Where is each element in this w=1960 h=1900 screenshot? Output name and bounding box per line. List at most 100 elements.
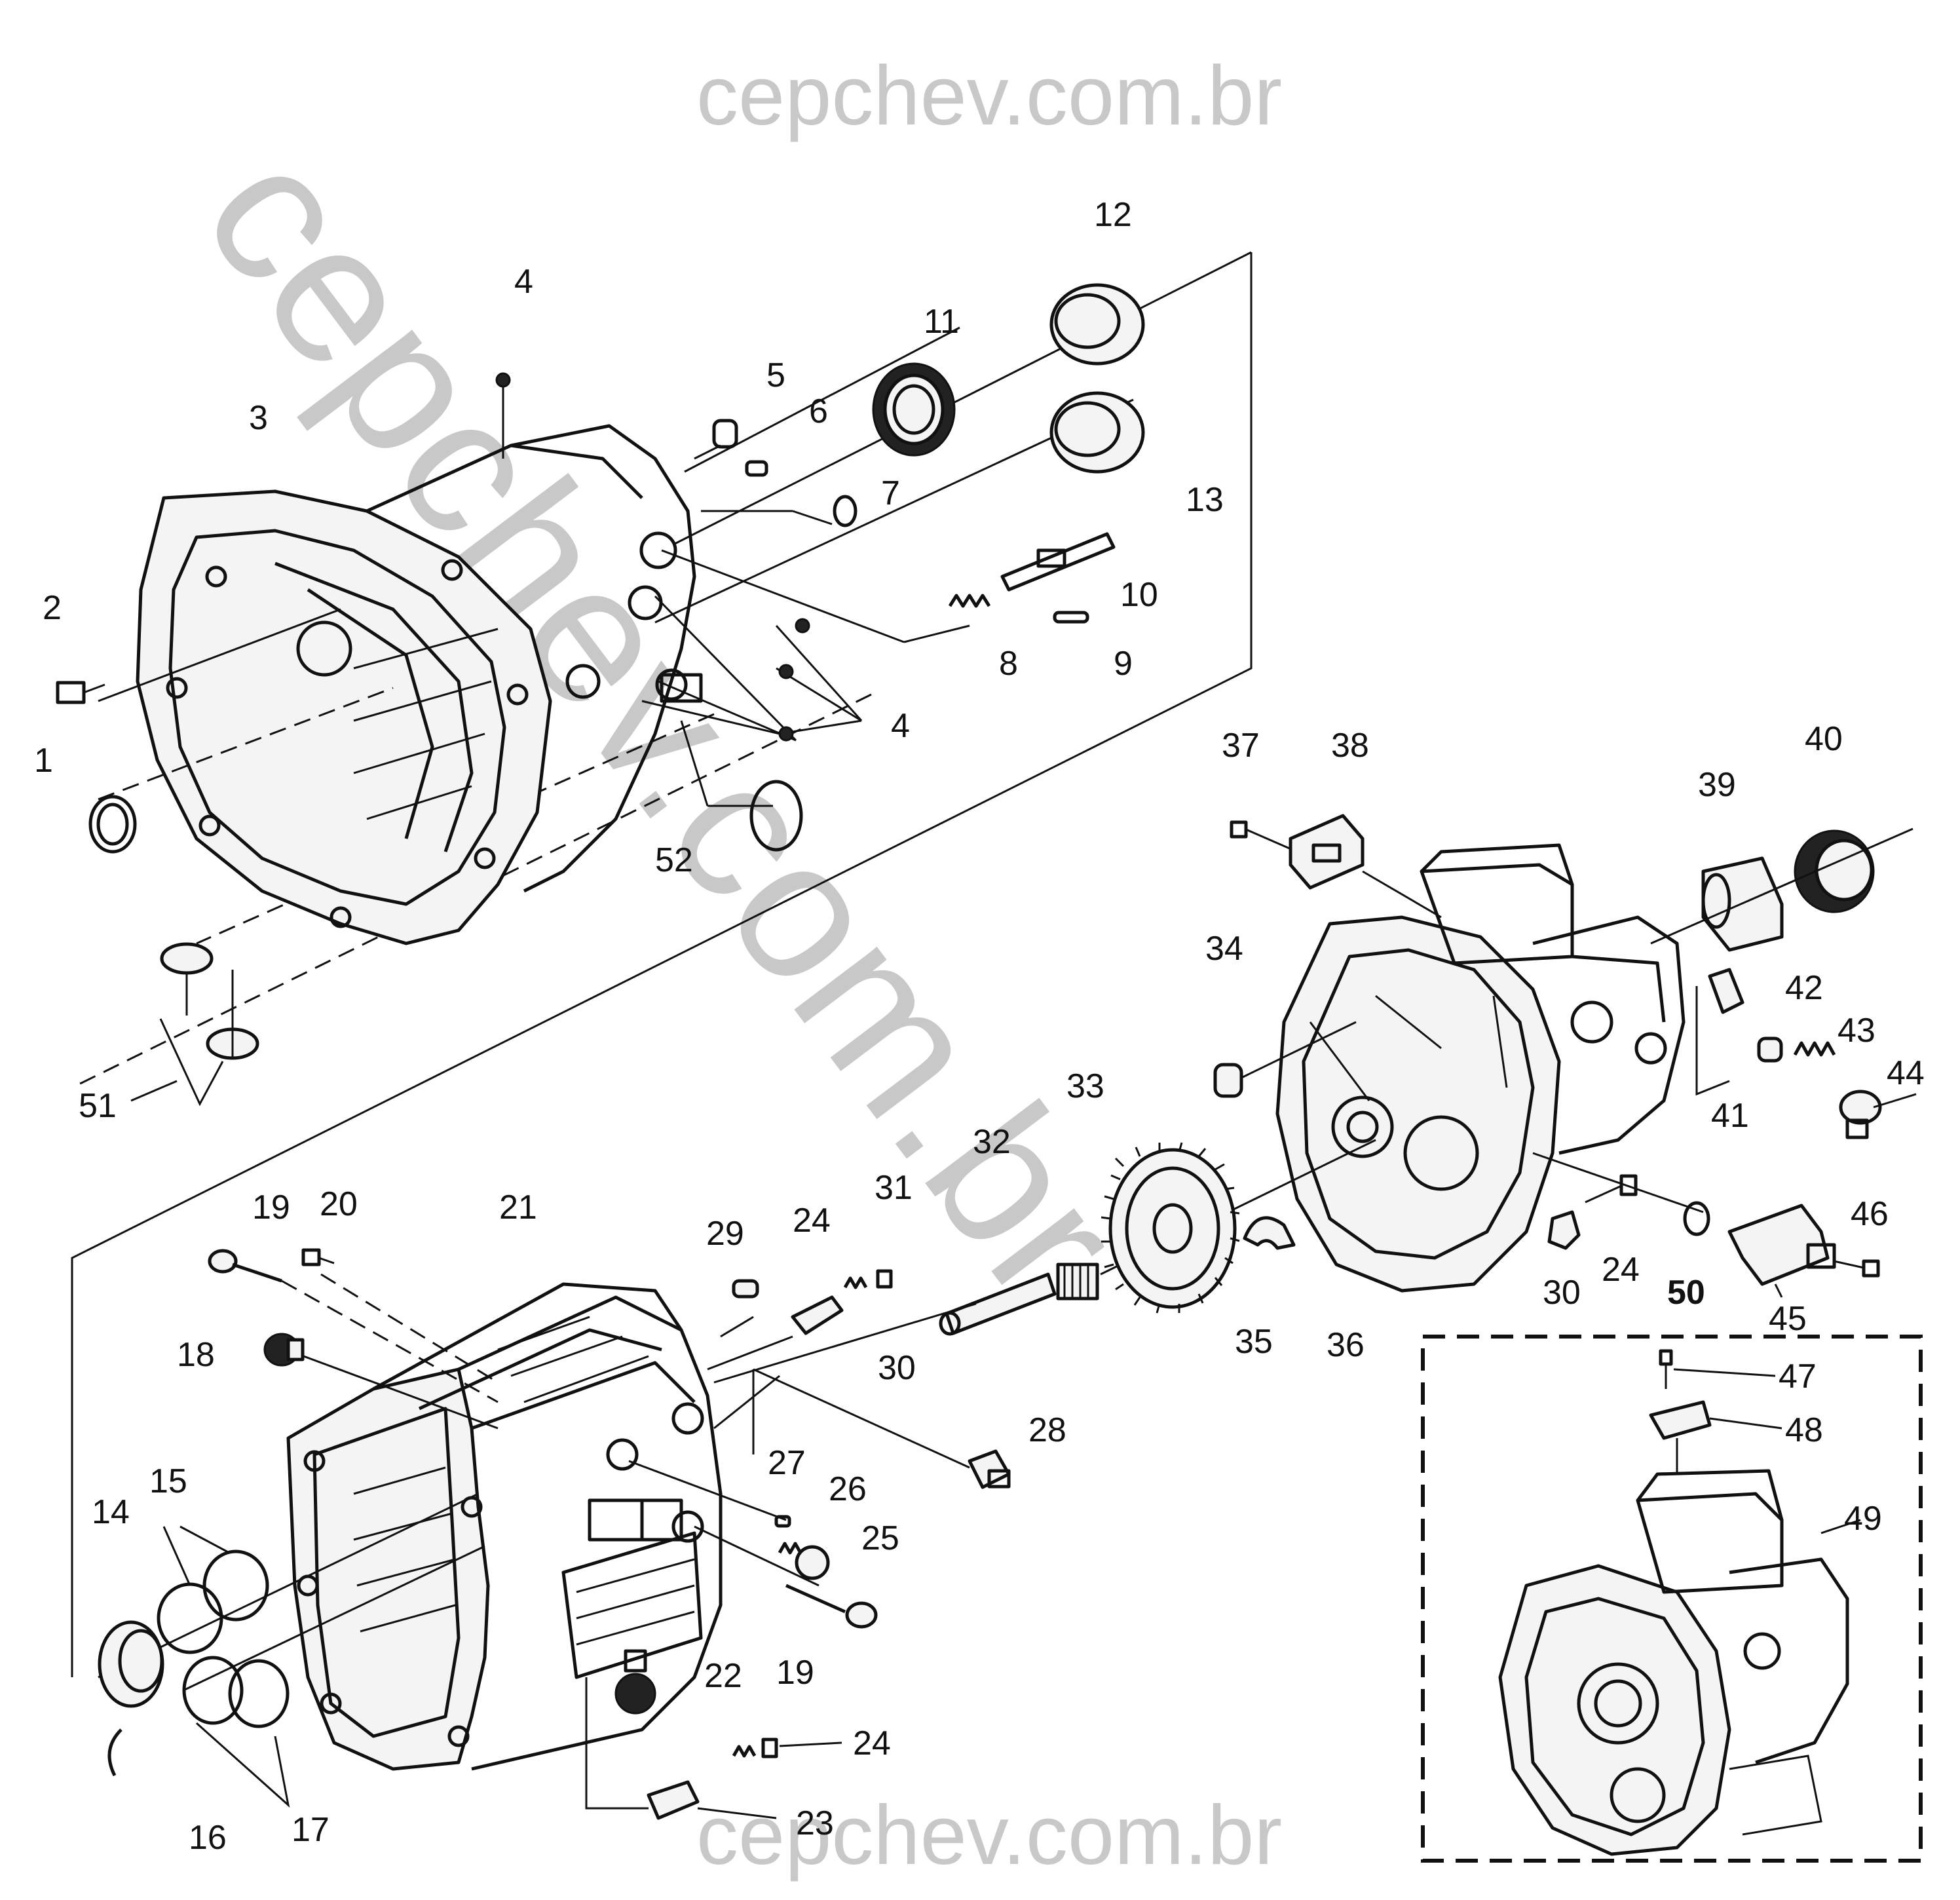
snap-rings-17 bbox=[182, 1656, 290, 1808]
callout-1: 1 bbox=[34, 742, 53, 780]
snap-ring-16 bbox=[107, 1728, 122, 1777]
sleeve-41 bbox=[1695, 968, 1744, 1096]
callout-31: 31 bbox=[875, 1169, 913, 1207]
bracket-30-left bbox=[791, 1295, 844, 1335]
bolt-2 bbox=[56, 681, 105, 704]
cover-48 bbox=[1649, 1400, 1782, 1474]
pads-51 bbox=[130, 942, 259, 1107]
plug-4b bbox=[778, 664, 794, 679]
inset-detail bbox=[1421, 1335, 1923, 1863]
callout-51: 51 bbox=[79, 1087, 117, 1125]
race-14 bbox=[98, 1620, 164, 1708]
callout-48: 48 bbox=[1785, 1411, 1823, 1449]
callout-11: 11 bbox=[924, 303, 959, 341]
plug-4-top bbox=[495, 372, 511, 388]
callout-49: 49 bbox=[1844, 1500, 1882, 1538]
pin-27 bbox=[774, 1515, 791, 1528]
callout-13: 13 bbox=[1186, 481, 1224, 519]
callout-30b: 30 bbox=[1543, 1274, 1581, 1312]
callout-labels: 1 2 3 4 4 5 6 7 8 9 10 11 12 13 14 15 16… bbox=[34, 196, 1925, 1857]
plug-22 bbox=[614, 1649, 656, 1715]
bushing-5 bbox=[712, 419, 738, 449]
watermark-bottom: cepchev.com.br bbox=[696, 1789, 1282, 1882]
bushing-34 bbox=[1213, 1021, 1357, 1098]
o-ring-7 bbox=[833, 495, 857, 527]
callout-2: 2 bbox=[43, 589, 62, 627]
callout-27: 27 bbox=[768, 1444, 806, 1482]
bracket-30-right bbox=[1547, 1210, 1581, 1250]
callout-45: 45 bbox=[1769, 1300, 1807, 1338]
plunger-42 bbox=[1757, 1036, 1783, 1063]
callout-30a: 30 bbox=[878, 1349, 916, 1387]
bearing-race-12 bbox=[1049, 283, 1145, 366]
callout-52: 52 bbox=[655, 841, 693, 879]
fork-35 bbox=[1243, 1216, 1296, 1250]
housing-49 bbox=[1498, 1469, 1861, 1856]
spring-43 bbox=[1793, 1041, 1836, 1057]
spring-8 bbox=[948, 594, 991, 608]
callout-15: 15 bbox=[149, 1462, 187, 1500]
bolt-46 bbox=[1834, 1259, 1880, 1278]
lower-left-axis-lines bbox=[98, 1273, 977, 1810]
assembly-frame-lines bbox=[71, 251, 1253, 1677]
callout-18: 18 bbox=[177, 1336, 215, 1374]
callout-37: 37 bbox=[1222, 727, 1260, 765]
plug-25 bbox=[795, 1545, 830, 1580]
callout-7: 7 bbox=[881, 474, 900, 512]
plug-4c bbox=[778, 726, 794, 742]
bracket-23 bbox=[647, 1780, 777, 1820]
callout-23: 23 bbox=[796, 1804, 834, 1842]
watermark-top: cepchev.com.br bbox=[696, 49, 1282, 143]
bolt-24-right bbox=[1585, 1174, 1638, 1204]
callout-5: 5 bbox=[766, 356, 785, 394]
bolt-37 bbox=[1230, 820, 1298, 853]
callout-3: 3 bbox=[249, 399, 268, 437]
upper-left-axis-lines bbox=[98, 444, 970, 807]
bolt-19-top bbox=[208, 1249, 282, 1283]
pin-9 bbox=[1053, 611, 1089, 624]
callout-46: 46 bbox=[1851, 1195, 1889, 1233]
main-case bbox=[286, 1282, 723, 1771]
bearing-race-13 bbox=[1049, 391, 1145, 474]
callout-24b: 24 bbox=[1602, 1251, 1640, 1289]
callout-12: 12 bbox=[1094, 196, 1132, 234]
extension-housing bbox=[1275, 843, 1686, 1293]
bolt-47 bbox=[1659, 1349, 1776, 1389]
seal-40 bbox=[1650, 827, 1913, 945]
plug-4a bbox=[795, 618, 810, 634]
callout-8: 8 bbox=[999, 645, 1018, 683]
pin-6 bbox=[745, 460, 768, 477]
callout-40: 40 bbox=[1805, 720, 1843, 758]
callout-6: 6 bbox=[809, 392, 828, 430]
callout-50: 50 bbox=[1667, 1274, 1705, 1312]
callout-19b: 19 bbox=[776, 1654, 814, 1692]
callout-28: 28 bbox=[1028, 1411, 1066, 1449]
shaft-10 bbox=[1000, 532, 1116, 592]
gear-train bbox=[939, 1139, 1376, 1336]
seal-11 bbox=[872, 362, 956, 457]
bolt-24-top bbox=[843, 1269, 893, 1289]
callout-29: 29 bbox=[706, 1215, 744, 1253]
gasket-52 bbox=[749, 780, 803, 852]
callout-44: 44 bbox=[1887, 1054, 1925, 1092]
callout-4b: 4 bbox=[891, 707, 910, 745]
callout-39: 39 bbox=[1698, 766, 1736, 804]
callout-36: 36 bbox=[1327, 1326, 1365, 1364]
callout-47: 47 bbox=[1779, 1358, 1817, 1396]
callout-26: 26 bbox=[829, 1470, 867, 1508]
callout-35: 35 bbox=[1235, 1323, 1273, 1361]
spring-26 bbox=[778, 1542, 802, 1555]
bolt-19-bottom bbox=[785, 1584, 878, 1629]
callout-25: 25 bbox=[861, 1519, 899, 1557]
gear-32 bbox=[1056, 1263, 1099, 1301]
snap-ring-1 bbox=[88, 795, 137, 854]
callout-24a: 24 bbox=[793, 1202, 831, 1240]
callout-33: 33 bbox=[1066, 1067, 1104, 1105]
callout-19a: 19 bbox=[252, 1188, 290, 1226]
callout-21: 21 bbox=[499, 1188, 537, 1226]
plug-18 bbox=[263, 1333, 305, 1367]
callout-4a: 4 bbox=[514, 263, 533, 301]
callout-9: 9 bbox=[1114, 645, 1133, 683]
callout-34: 34 bbox=[1205, 930, 1243, 968]
